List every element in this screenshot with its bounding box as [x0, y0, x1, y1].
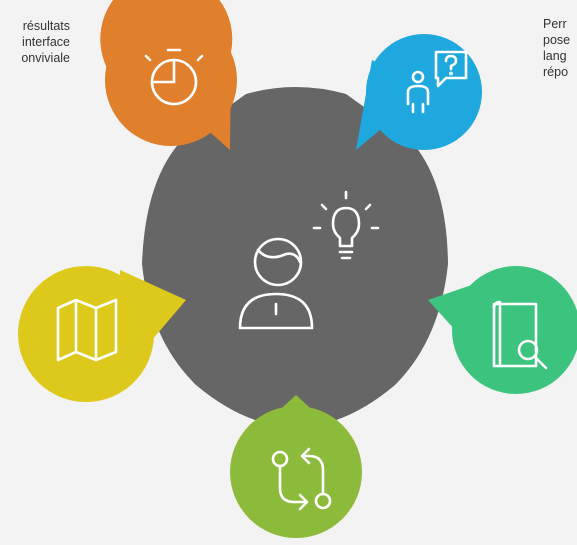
stopwatch-icon	[144, 48, 204, 106]
node-speed	[100, 0, 237, 150]
workflow-arrows-icon	[271, 447, 332, 511]
node-flow-body	[230, 406, 362, 538]
right-caption: Perr pose lang répo	[543, 16, 570, 80]
right-caption-line-1: Perr	[543, 17, 567, 31]
person-idea-icon	[238, 190, 380, 330]
map-icon	[56, 298, 118, 362]
node-search	[428, 266, 577, 394]
left-caption-line-3: onviviale	[21, 51, 70, 65]
node-questions	[356, 34, 482, 150]
left-caption-line-2: interface	[22, 35, 70, 49]
node-map-body	[18, 266, 154, 402]
right-caption-line-3: lang	[543, 49, 567, 63]
node-flow	[230, 395, 362, 538]
person-question-icon	[406, 50, 468, 114]
book-search-icon	[492, 300, 548, 370]
right-caption-line-2: pose	[543, 33, 571, 47]
node-speed-body	[105, 14, 237, 146]
left-caption-line-1: résultats	[22, 19, 70, 33]
node-questions-body	[366, 34, 482, 150]
center-pentagon	[142, 87, 448, 427]
right-caption-line-4: répo	[543, 65, 569, 79]
left-caption: résultats interface onviviale	[0, 18, 70, 66]
node-search-body	[452, 266, 577, 394]
node-map	[18, 266, 186, 402]
